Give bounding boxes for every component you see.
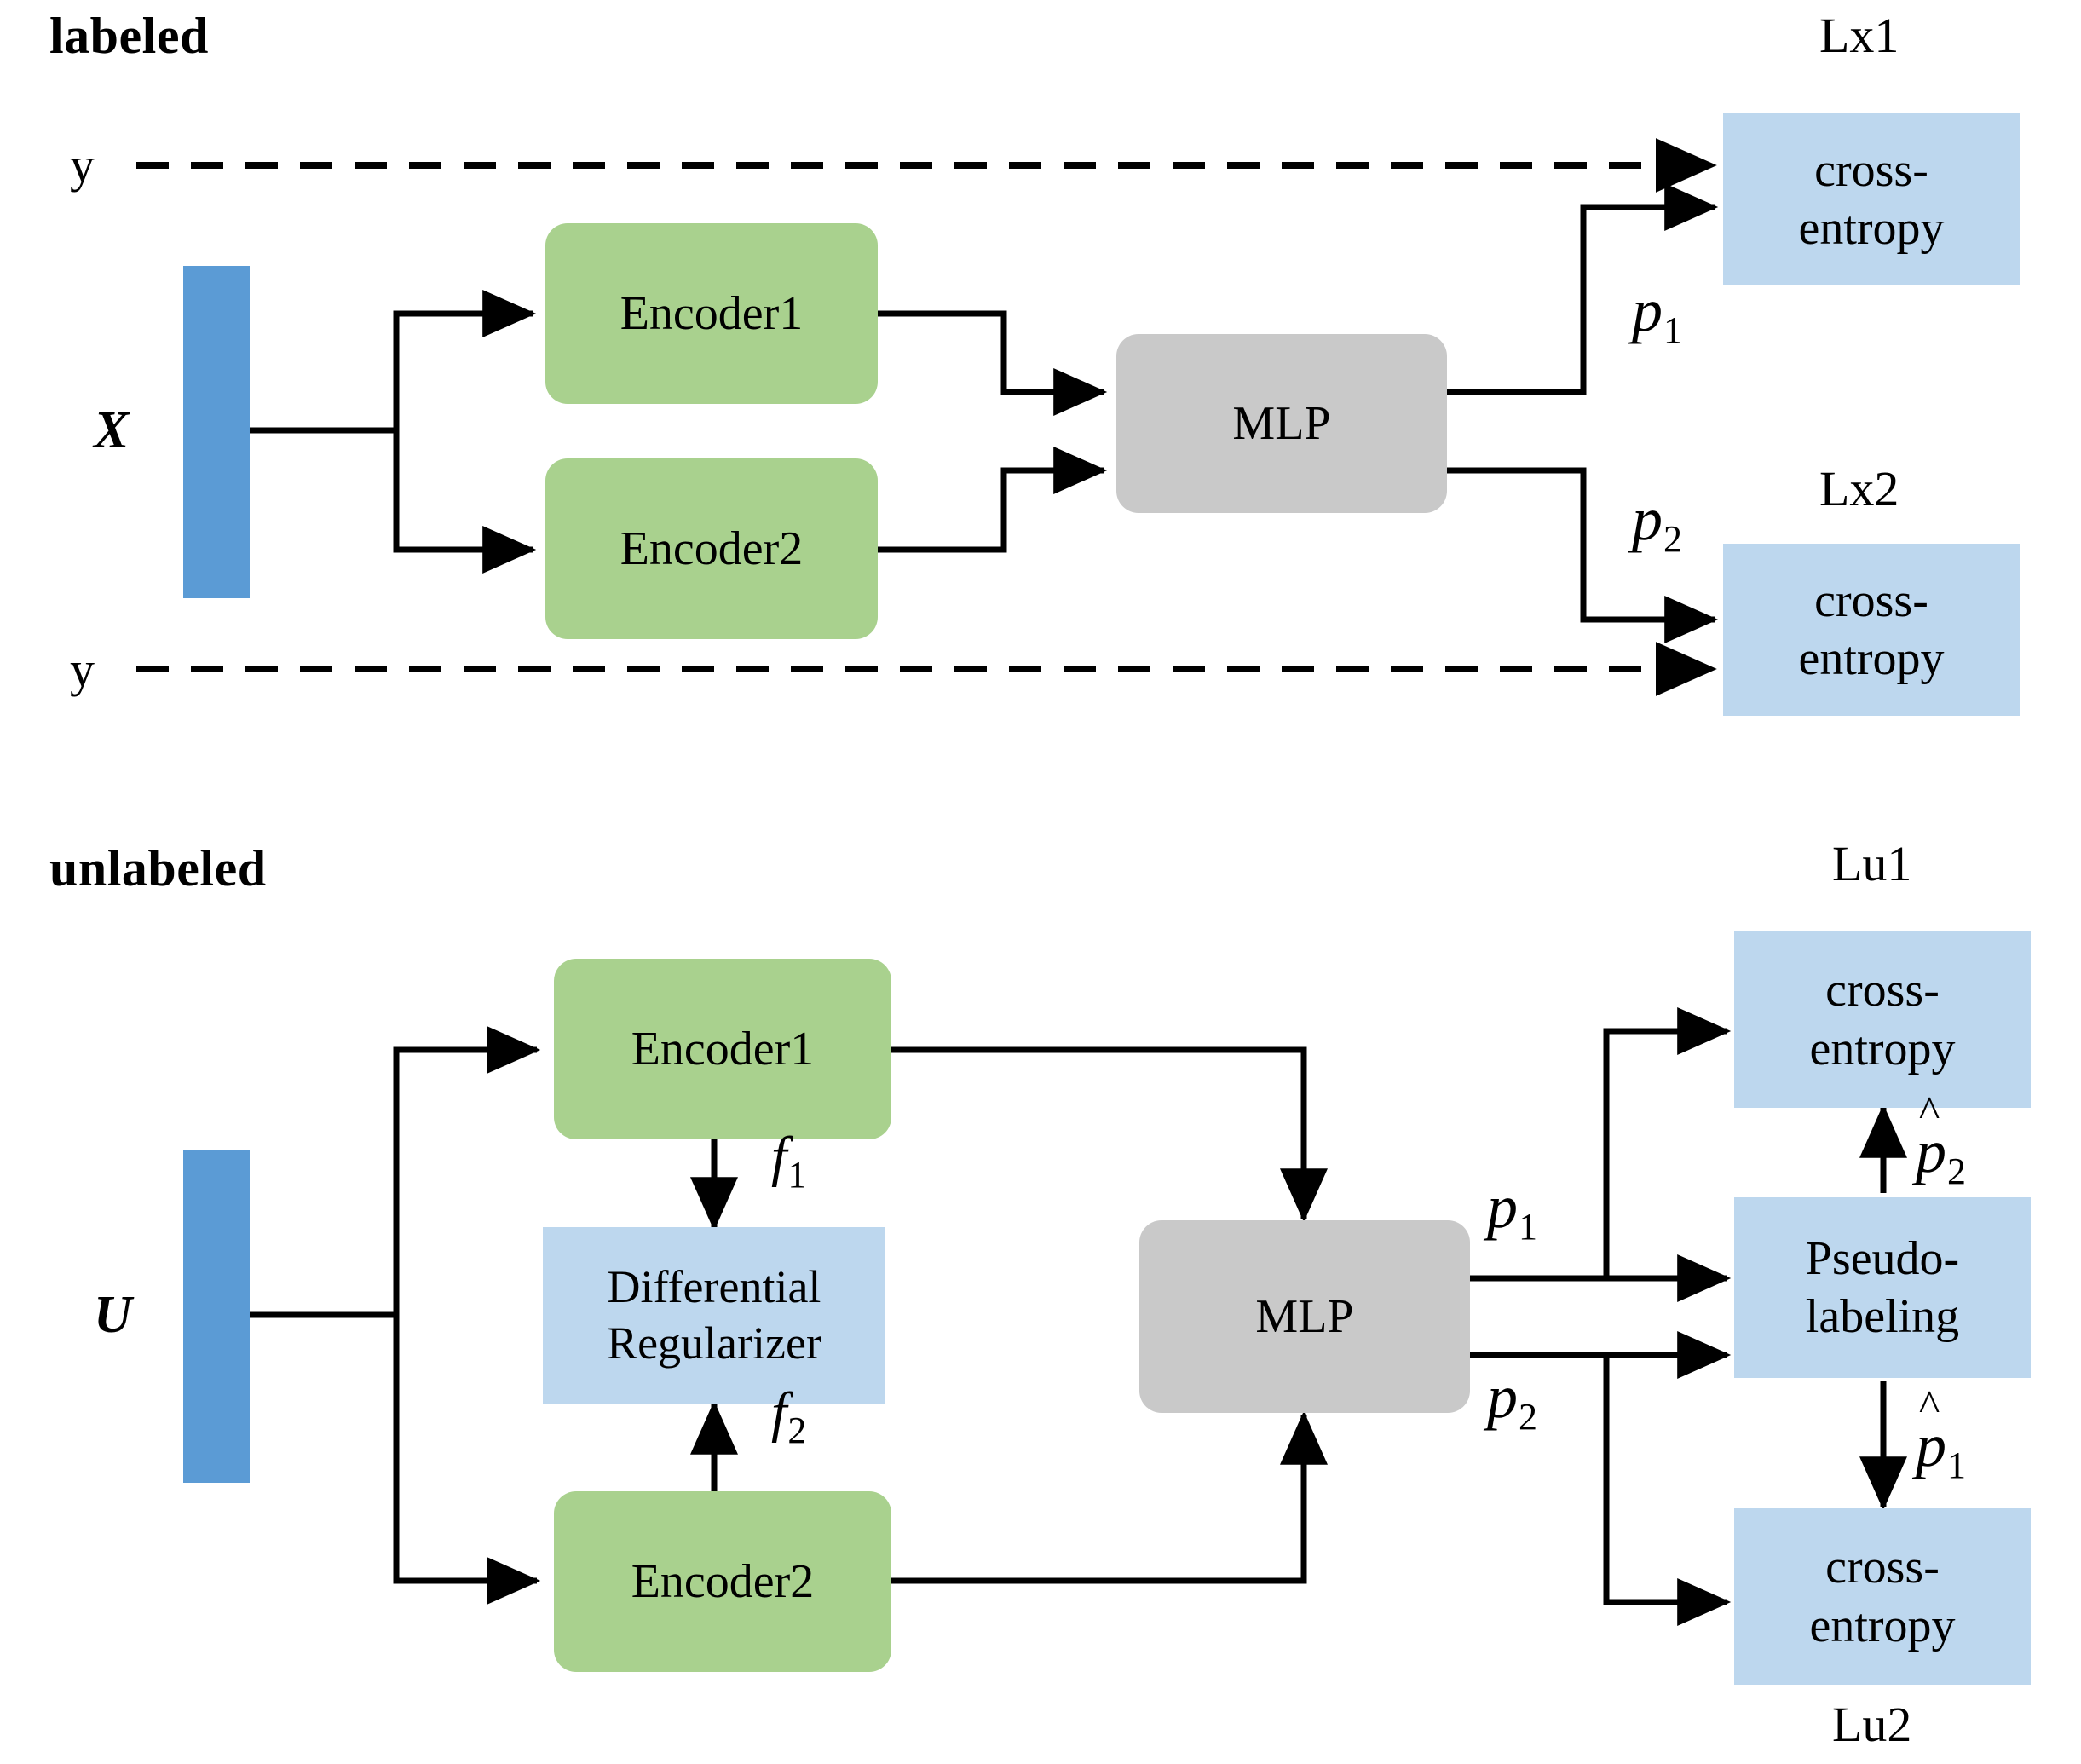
cross-entropy-lx1-line2: entropy <box>1798 202 1945 255</box>
cross-entropy-lu1[interactable]: cross- entropy <box>1734 931 2031 1108</box>
loss-name-lu1: Lu1 <box>1832 836 1912 891</box>
mlp-unlabeled[interactable]: MLP <box>1139 1220 1470 1413</box>
encoder1-labeled[interactable]: Encoder1 <box>545 223 878 404</box>
symbol-p1-labeled-sub: 1 <box>1663 309 1682 351</box>
encoder1-unlabeled-text: Encoder1 <box>631 1022 815 1075</box>
symbol-f2-base: f <box>771 1381 787 1444</box>
symbol-phat2-base: p <box>1916 1117 1946 1185</box>
symbol-f1-base: f <box>771 1126 787 1188</box>
pseudo-labeling[interactable]: Pseudo- labeling <box>1734 1197 2031 1378</box>
symbol-phat2-sub: 2 <box>1947 1150 1966 1192</box>
cross-entropy-lx2[interactable]: cross- entropy <box>1723 544 2020 716</box>
wire-branch-to-lu1 <box>1603 1007 1732 1278</box>
encoder2-unlabeled-text: Encoder2 <box>631 1554 815 1608</box>
pseudo-labeling-line1: Pseudo- <box>1805 1231 1960 1285</box>
cross-entropy-lx1-line1: cross- <box>1814 143 1928 197</box>
encoder2-labeled-text: Encoder2 <box>620 522 804 575</box>
hat-icon: ^ <box>1918 1088 1940 1137</box>
wire-x-to-enc1 <box>393 290 537 430</box>
differential-regularizer-line1: Differential <box>607 1261 821 1313</box>
symbol-p2-labeled-base: p <box>1632 485 1663 553</box>
cross-entropy-lu2-line2: entropy <box>1809 1599 1956 1652</box>
wire-enc2-to-mlp-u <box>891 1410 1328 1584</box>
cross-entropy-lu2-line1: cross- <box>1825 1541 1940 1594</box>
symbol-f2-sub: 2 <box>787 1409 807 1451</box>
wire-enc2-to-mlp <box>878 447 1108 553</box>
cross-entropy-lx1[interactable]: cross- entropy <box>1723 113 2020 285</box>
symbol-p1-unlabeled-sub: 1 <box>1519 1206 1537 1248</box>
symbol-f2: f2 <box>771 1381 806 1451</box>
cross-entropy-lx2-line2: entropy <box>1798 632 1945 685</box>
symbol-p2-unlabeled-base: p <box>1487 1363 1518 1431</box>
section-title-labeled: labeled <box>49 8 209 64</box>
loss-name-lx2: Lx2 <box>1819 461 1899 516</box>
loss-name-lx1: Lx1 <box>1819 8 1899 63</box>
symbol-p2-unlabeled-sub: 2 <box>1519 1396 1537 1438</box>
symbol-phat2-hatwrap: ^p <box>1916 1091 1946 1187</box>
mlp-labeled[interactable]: MLP <box>1116 334 1447 513</box>
differential-regularizer-line2: Regularizer <box>607 1317 821 1369</box>
cross-entropy-lu2[interactable]: cross- entropy <box>1734 1508 2031 1685</box>
symbol-f1-sub: 1 <box>787 1154 807 1196</box>
cross-entropy-lx2-line1: cross- <box>1814 574 1928 627</box>
cross-entropy-lu1-line1: cross- <box>1825 964 1940 1017</box>
wire-x-to-enc2 <box>393 430 537 574</box>
symbol-p2-labeled-sub: 2 <box>1663 518 1682 560</box>
label-y-top: y <box>70 137 95 193</box>
symbol-phat2: ^p2 <box>1916 1091 1966 1193</box>
symbol-p1-unlabeled-base: p <box>1487 1173 1518 1241</box>
differential-regularizer[interactable]: Differential Regularizer <box>543 1227 885 1404</box>
encoder2-unlabeled[interactable]: Encoder2 <box>554 1491 891 1672</box>
encoder1-labeled-text: Encoder1 <box>620 286 804 340</box>
symbol-phat1-hatwrap: ^p <box>1916 1385 1946 1481</box>
loss-name-lu2: Lu2 <box>1832 1697 1912 1752</box>
cross-entropy-lu1-line2: entropy <box>1809 1022 1956 1075</box>
label-y-bottom: y <box>70 642 95 697</box>
encoder2-labeled[interactable]: Encoder2 <box>545 458 878 639</box>
hat-icon: ^ <box>1918 1382 1940 1431</box>
input-symbol-x: X <box>94 401 130 459</box>
section-title-unlabeled: unlabeled <box>49 840 267 896</box>
symbol-p2-labeled: p2 <box>1632 484 1682 560</box>
symbol-phat1: ^p1 <box>1916 1385 1966 1487</box>
symbol-phat1-sub: 1 <box>1947 1444 1966 1486</box>
symbol-f1: f1 <box>771 1125 806 1196</box>
wire-u-to-enc1 <box>393 1026 541 1315</box>
wire-branch-to-lu2 <box>1603 1355 1732 1626</box>
encoder1-unlabeled[interactable]: Encoder1 <box>554 959 891 1139</box>
wire-enc1-to-mlp <box>878 310 1108 416</box>
mlp-labeled-text: MLP <box>1232 396 1331 450</box>
input-bar-unlabeled <box>183 1150 250 1483</box>
symbol-phat1-base: p <box>1916 1411 1946 1479</box>
symbol-p2-unlabeled: p2 <box>1487 1362 1537 1438</box>
symbol-p1-labeled: p1 <box>1632 275 1682 351</box>
wire-enc1-to-mlp-u <box>891 1046 1328 1223</box>
mlp-unlabeled-text: MLP <box>1255 1289 1354 1343</box>
input-bar-labeled <box>183 266 250 598</box>
symbol-p1-unlabeled: p1 <box>1487 1172 1537 1248</box>
wire-u-to-enc2 <box>393 1315 541 1605</box>
input-symbol-u: U <box>94 1286 132 1344</box>
pseudo-labeling-line2: labeling <box>1805 1290 1960 1343</box>
symbol-p1-labeled-base: p <box>1632 276 1663 344</box>
